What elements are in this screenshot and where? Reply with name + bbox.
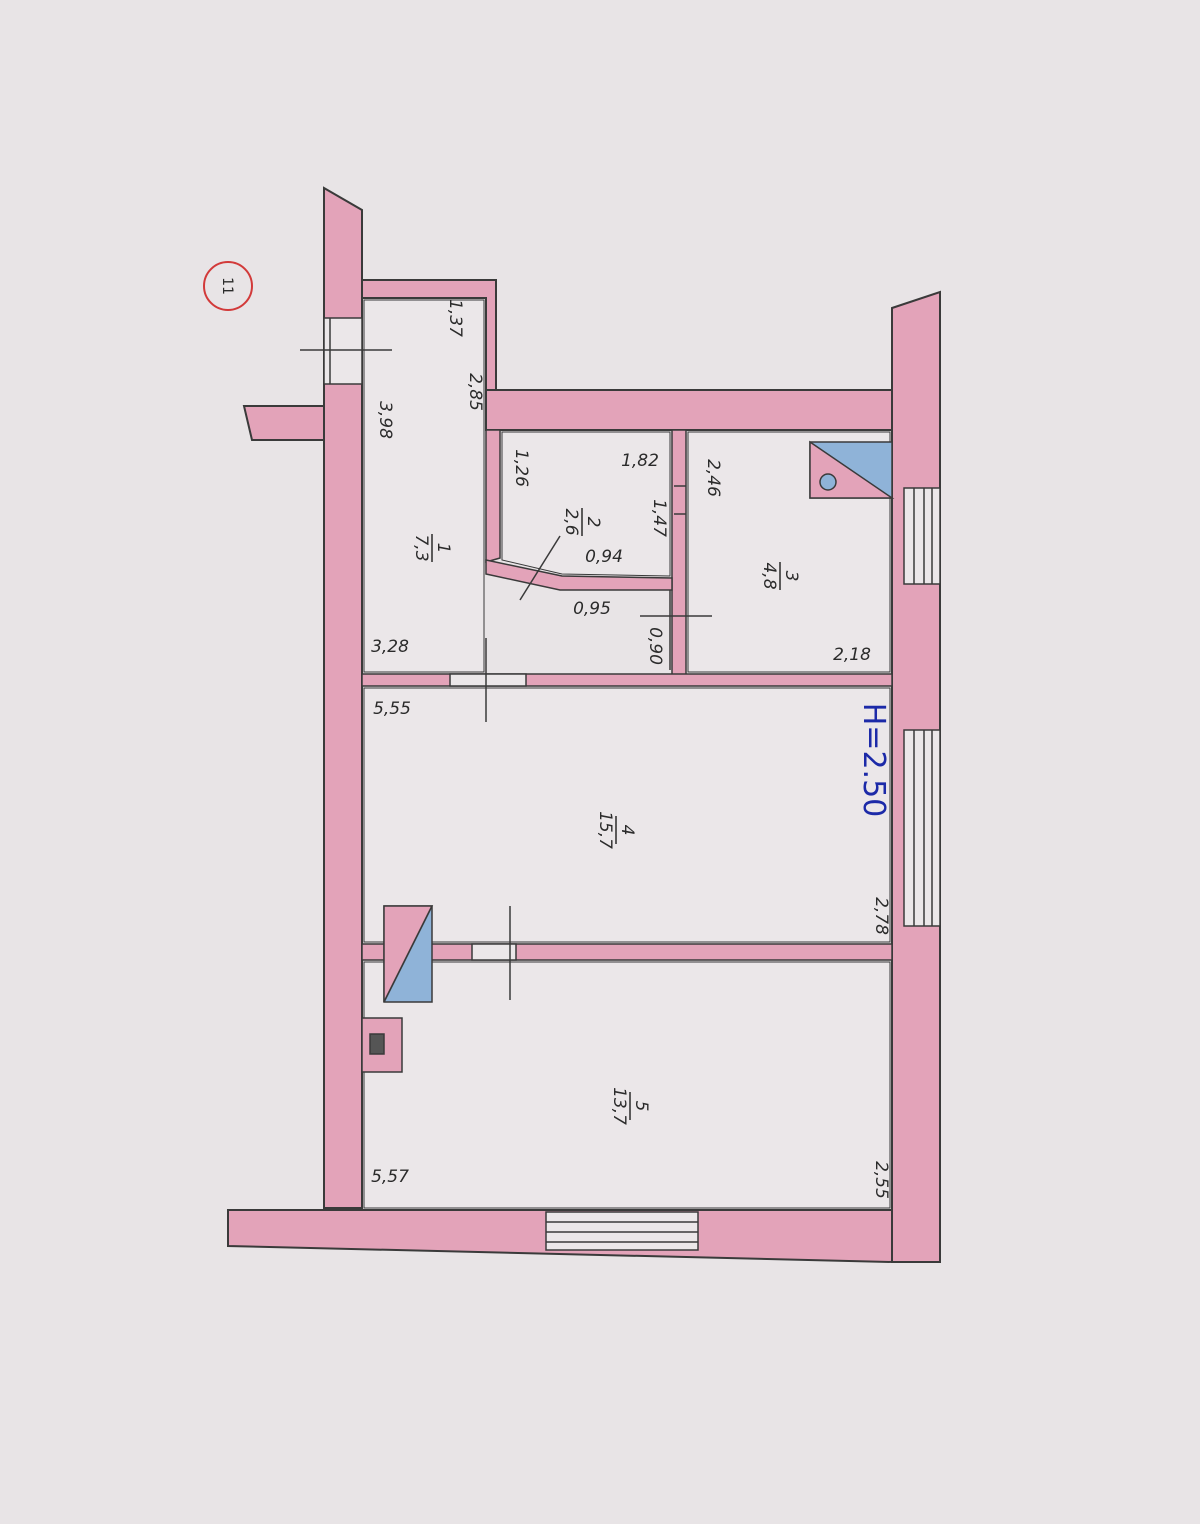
door-room-4: [449, 638, 527, 722]
room-5-floor: [363, 961, 891, 1209]
room-3-area: 4,8: [759, 562, 779, 589]
dim-0-90: 0,90: [645, 627, 665, 665]
dim-5-55: 5,55: [373, 699, 411, 719]
fixtures: [361, 440, 895, 1073]
room4-top-partition: [361, 673, 893, 687]
window-room-4: [903, 729, 941, 927]
room-2-floor: [501, 431, 671, 577]
dim-2-46: 2,46: [703, 459, 723, 497]
dim-1-82: 1,82: [621, 451, 659, 471]
room-floors: [363, 299, 891, 1209]
sheet-number: 11: [219, 277, 235, 295]
sheet-number-badge: 11: [203, 261, 253, 311]
dimension-labels: 1,37 2,85 3,98 3,28 1,26 1,82 1,47 0,94 …: [371, 299, 891, 1199]
dim-5-57: 5,57: [371, 1167, 409, 1187]
room-2-label: 2 2,6: [561, 508, 603, 536]
room-1-number: 1: [433, 543, 453, 554]
room-5-area: 13,7: [609, 1087, 629, 1125]
room-5-label: 5 13,7: [609, 1087, 651, 1125]
badge-ring: [203, 261, 253, 311]
room2-room3-partition: [671, 429, 687, 677]
ceiling-height-note: H=2.50: [856, 703, 891, 818]
room-labels: 1 7,3 2 2,6 3 4,8 4 15,7 5 13,7: [411, 508, 801, 1125]
door-room-5: [471, 906, 517, 1000]
room1-room2-partition: [485, 429, 501, 563]
dim-3-98: 3,98: [375, 401, 395, 439]
sink-fixture: [809, 440, 895, 499]
door-room-2: [519, 535, 561, 601]
room-1-area: 7,3: [411, 534, 431, 561]
room-4-number: 4: [617, 825, 637, 836]
left-exterior-wall: [323, 186, 363, 1209]
room-1-label: 1 7,3: [411, 534, 453, 562]
room-3-label: 3 4,8: [759, 562, 801, 590]
dim-1-47: 1,47: [649, 499, 669, 537]
dim-2-55: 2,55: [871, 1161, 891, 1199]
upper-middle-wall: [485, 389, 893, 431]
left-wall-stub: [242, 405, 325, 441]
door-room-3: [640, 590, 712, 670]
room-4-label: 4 15,7: [595, 811, 637, 849]
room-3-number: 3: [781, 571, 801, 582]
room-1-floor: [363, 299, 485, 673]
room-4-area: 15,7: [595, 811, 615, 849]
room-5-number: 5: [631, 1101, 651, 1112]
entrance-door: [300, 317, 392, 385]
window-room-5: [545, 1211, 699, 1251]
room4-room5-partition: [361, 943, 893, 961]
ventilation-shaft: [383, 905, 434, 1003]
dim-2-78: 2,78: [871, 897, 891, 935]
dim-1-26: 1,26: [511, 449, 531, 487]
room-4-floor: [363, 687, 891, 943]
dim-2-18: 2,18: [833, 645, 871, 665]
dim-1-37: 1,37: [445, 299, 465, 337]
window-room-3: [903, 487, 941, 585]
windows: [545, 487, 941, 1251]
room2-bottom-wall: [485, 559, 673, 591]
doors: [300, 317, 712, 1000]
dim-3-28: 3,28: [371, 637, 409, 657]
room-2-area: 2,6: [561, 508, 581, 535]
dim-2-85: 2,85: [465, 373, 485, 411]
dim-0-95: 0,95: [573, 599, 611, 619]
room-2-number: 2: [583, 517, 603, 528]
dim-0-94: 0,94: [585, 547, 623, 567]
stove-fixture: [361, 1017, 403, 1073]
